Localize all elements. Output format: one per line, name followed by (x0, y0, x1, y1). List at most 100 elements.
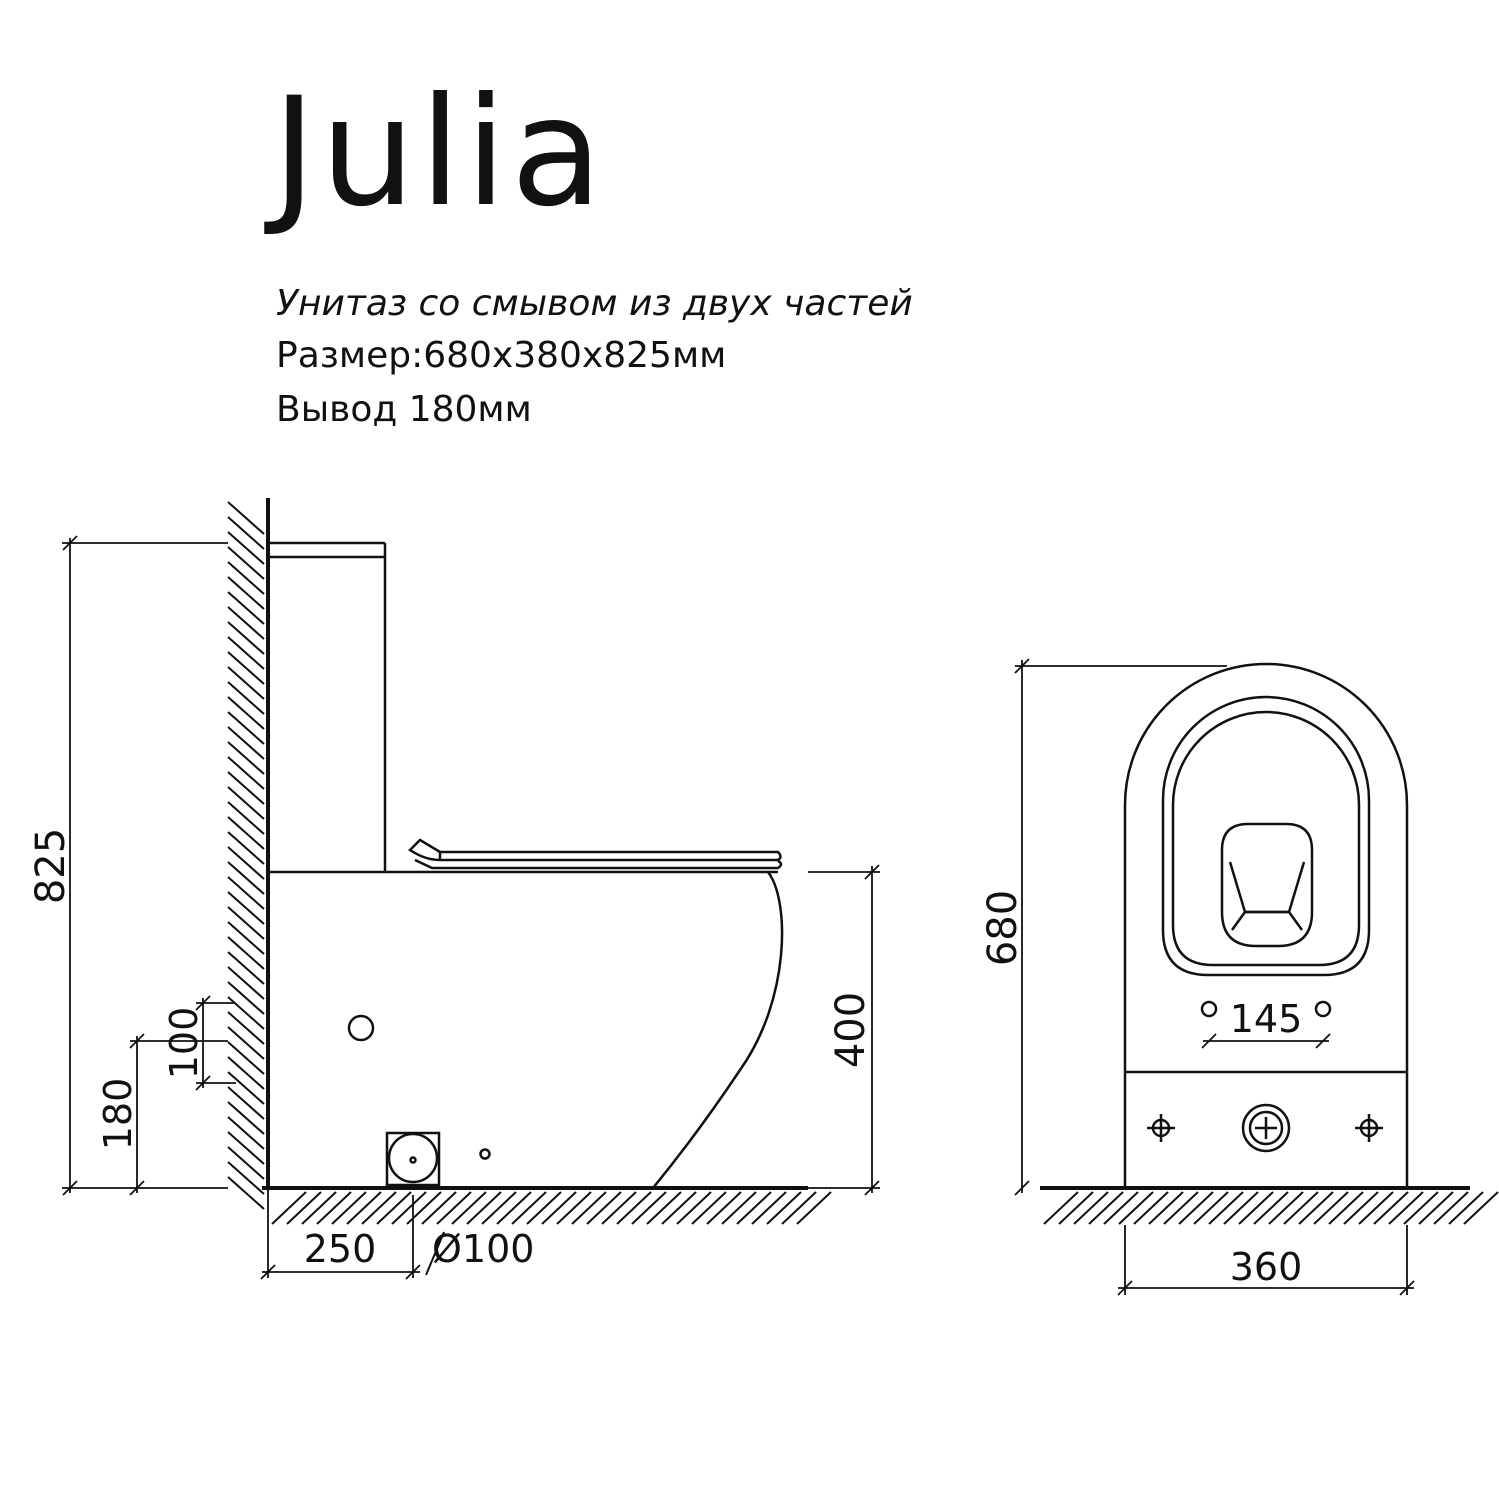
hatch-line (227, 1011, 265, 1045)
hatch-line (796, 1191, 832, 1225)
product-description: Унитаз со смывом из двух частей (276, 283, 913, 324)
diameter-symbol (425, 1231, 445, 1276)
hatch-line (1358, 1191, 1394, 1225)
hatch-line (706, 1191, 742, 1225)
bolt-left-icon (1147, 1114, 1175, 1142)
hatch-line (227, 636, 265, 670)
floor-hatching-side (271, 1191, 832, 1225)
wall-hatching (227, 501, 265, 1210)
seat-lid (408, 838, 783, 870)
hatch-line (421, 1191, 457, 1225)
dim-360 (1117, 1225, 1415, 1296)
hatch-line (1088, 1191, 1124, 1225)
label-180: 180 (96, 1078, 140, 1151)
hatch-line (227, 1071, 265, 1105)
hatch-line (661, 1191, 697, 1225)
hatch-line (227, 1161, 265, 1195)
hatch-line (227, 771, 265, 805)
hatch-line (227, 606, 265, 640)
hatch-line (316, 1191, 352, 1225)
hatch-line (227, 816, 265, 850)
hatch-line (496, 1191, 532, 1225)
hatch-line (526, 1191, 562, 1225)
cistern (268, 541, 387, 872)
hatch-line (227, 651, 265, 685)
hatch-line (331, 1191, 367, 1225)
hatch-line (227, 756, 265, 790)
hatch-line (227, 981, 265, 1015)
hatch-line (1253, 1191, 1289, 1225)
product-title: Julia (272, 66, 607, 240)
hatch-line (631, 1191, 667, 1225)
hatch-line (376, 1191, 412, 1225)
bowl-body (652, 871, 784, 1189)
hatch-line (227, 531, 265, 565)
hatch-line (586, 1191, 622, 1225)
hatch-line (227, 1041, 265, 1075)
bowl-interior (1220, 822, 1314, 948)
hatch-line (1178, 1191, 1214, 1225)
hatch-line (227, 936, 265, 970)
hatch-line (1193, 1191, 1229, 1225)
outlet-circle (387, 1132, 439, 1184)
hatch-line (646, 1191, 682, 1225)
hatch-line (286, 1191, 322, 1225)
hatch-line (1298, 1191, 1334, 1225)
hatch-line (1073, 1191, 1109, 1225)
hatch-line (1313, 1191, 1349, 1225)
hatch-line (227, 921, 265, 955)
hatch-line (227, 801, 265, 835)
dim-400 (808, 864, 880, 1196)
hatch-line (721, 1191, 757, 1225)
hatch-line (1223, 1191, 1259, 1225)
hatch-line (227, 516, 265, 550)
hatch-line (1208, 1191, 1244, 1225)
floor-hatching-top (1043, 1191, 1499, 1225)
hatch-line (227, 1146, 265, 1180)
label-360: 360 (1230, 1245, 1303, 1289)
hatch-line (227, 861, 265, 895)
hatch-line (227, 1176, 265, 1210)
label-145: 145 (1230, 997, 1303, 1041)
hatch-line (227, 1056, 265, 1090)
hatch-line (1388, 1191, 1424, 1225)
hatch-line (481, 1191, 517, 1225)
fixing-hole-right (1314, 1000, 1332, 1018)
hatch-line (227, 711, 265, 745)
hatch-line (766, 1191, 802, 1225)
hatch-line (227, 831, 265, 865)
hatch-line (227, 876, 265, 910)
hatch-line (1103, 1191, 1139, 1225)
hatch-line (301, 1191, 337, 1225)
hatch-line (1148, 1191, 1184, 1225)
hatch-line (361, 1191, 397, 1225)
hatch-line (227, 1131, 265, 1165)
hatch-line (1448, 1191, 1484, 1225)
hatch-line (1343, 1191, 1379, 1225)
hatch-line (676, 1191, 712, 1225)
bolt-right-icon (1355, 1114, 1383, 1142)
side-view (62, 498, 880, 1280)
hatch-line (227, 501, 265, 535)
bowl-outline-top (1123, 662, 1409, 1188)
hatch-line (227, 726, 265, 760)
hatch-line (227, 741, 265, 775)
dim-145 (1201, 1033, 1331, 1049)
label-680: 680 (980, 890, 1026, 966)
hatch-line (227, 546, 265, 580)
hatch-line (227, 696, 265, 730)
hatch-line (227, 951, 265, 985)
hatch-line (1328, 1191, 1364, 1225)
hatch-line (227, 1116, 265, 1150)
hatch-line (271, 1191, 307, 1225)
hatch-line (391, 1191, 427, 1225)
hatch-line (1133, 1191, 1169, 1225)
hatch-line (1373, 1191, 1409, 1225)
hatch-line (571, 1191, 607, 1225)
hatch-line (601, 1191, 637, 1225)
hatch-line (1058, 1191, 1094, 1225)
hatch-line (227, 621, 265, 655)
dim-250 (260, 1188, 421, 1280)
hatch-line (227, 891, 265, 925)
